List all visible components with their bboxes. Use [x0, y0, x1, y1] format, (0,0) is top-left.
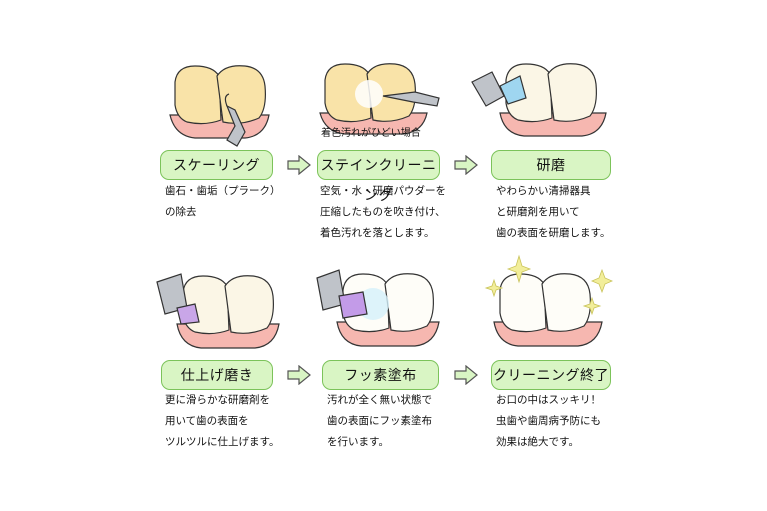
sparkle-icon: [582, 296, 602, 316]
desc-line: 更に滑らかな研磨剤を: [165, 394, 270, 406]
desc-line: 歯の表面にフッ素塗布: [327, 415, 432, 427]
tooth-right: [224, 275, 274, 334]
desc-line: 歯の表面を研磨します。: [496, 227, 611, 239]
step-label-polishing: 研磨: [491, 150, 611, 180]
stain-cleaning-illustration: [319, 63, 440, 135]
step-description-polishing: やわらかい清掃器具 と研磨剤を用いて 歯の表面を研磨します。: [496, 181, 610, 244]
spray-nozzle: [382, 91, 440, 107]
tooth-right: [541, 273, 591, 332]
polishing-brush: [499, 75, 527, 105]
fluoride-application-illustration: [316, 269, 440, 347]
desc-line: お口の中はスッキリ！: [496, 394, 601, 406]
step-label-scaling: スケーリング: [160, 150, 273, 180]
sparkle-icon: [590, 268, 614, 294]
polishing-illustration: [471, 63, 607, 137]
tooth-right: [384, 273, 434, 332]
desc-line: 効果は絶大です。: [496, 436, 579, 448]
tooth-right: [216, 65, 266, 124]
desc-line: 圧縮したものを吹き付け、: [320, 206, 446, 218]
step-description-fluoride: 汚れが全く無い状態で 歯の表面にフッ素塗布 を行います。: [327, 390, 432, 453]
desc-line: ツルツルに仕上げます。: [165, 436, 280, 448]
desc-line: 歯石・歯垢（プラーク）: [165, 185, 281, 197]
cleaning-complete-illustration: [484, 254, 614, 347]
tooth-right: [547, 63, 597, 122]
scaler-tool: [225, 104, 246, 147]
desc-line: と研磨剤を用いて: [496, 206, 580, 218]
step-description-cleaning-complete: お口の中はスッキリ！ 虫歯や歯周病予防にも 効果は絶大です。: [496, 390, 601, 453]
scaling-illustration: [169, 65, 270, 147]
desc-line: 用いて歯の表面を: [165, 415, 249, 427]
finish-polishing-illustration: [156, 273, 280, 349]
arrow-right-icon: [287, 155, 311, 175]
sparkle-icon: [484, 278, 504, 298]
desc-line: 着色汚れを落とします。: [320, 227, 435, 239]
step-label-fluoride: フッ素塗布: [322, 360, 439, 390]
desc-line: 汚れが全く無い状態で: [327, 394, 432, 406]
fluoride-applicator: [338, 291, 368, 319]
sparkle-icon: [506, 254, 532, 284]
arrow-right-icon: [454, 365, 478, 385]
desc-line: 空気・水・研磨パウダーを: [320, 185, 446, 197]
tooth-left: [174, 65, 222, 125]
desc-line: を行います。: [327, 436, 389, 448]
arrow-right-icon: [454, 155, 478, 175]
spray-glow: [355, 80, 383, 108]
tooth-left: [499, 273, 547, 333]
handpiece: [471, 71, 505, 107]
tooth-right: [366, 63, 416, 122]
desc-line: の除去: [165, 206, 197, 218]
desc-line: 虫歯や歯周病予防にも: [496, 415, 601, 427]
desc-line: やわらかい清掃器具: [496, 185, 591, 197]
step-description-finish-polishing: 更に滑らかな研磨剤を 用いて歯の表面を ツルツルに仕上げます。: [165, 390, 279, 453]
tooth-left: [324, 63, 372, 123]
step-label-finish-polishing: 仕上げ磨き: [161, 360, 273, 390]
stain-condition-note: 着色汚れがひどい場合: [321, 128, 421, 139]
step-description-scaling: 歯石・歯垢（プラーク） の除去: [165, 181, 281, 223]
step-label-stain-cleaning: ステインクリーニング: [317, 150, 440, 204]
step-description-stain-cleaning: 空気・水・研磨パウダーを 圧縮したものを吹き付け、 着色汚れを落とします。: [320, 181, 446, 244]
step-label-cleaning-complete: クリーニング終了: [491, 360, 611, 390]
arrow-right-icon: [287, 365, 311, 385]
polishing-cup: [176, 303, 200, 325]
